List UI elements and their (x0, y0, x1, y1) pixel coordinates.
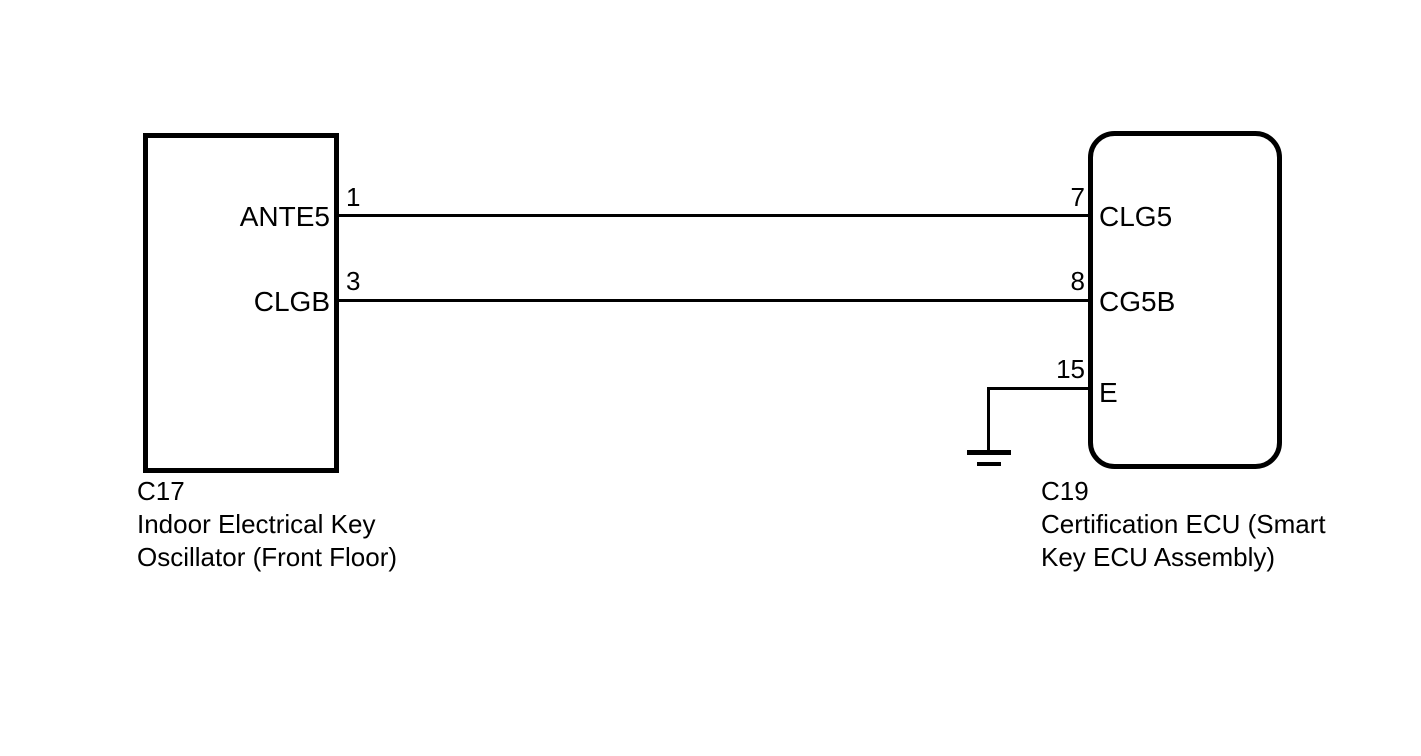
right-pin-number-15: 15 (1056, 354, 1085, 384)
right-signal-label-cg5b: CG5B (1099, 286, 1175, 317)
wire-e-to-ground (987, 387, 1092, 451)
left-signal-label-clgb: CLGB (254, 286, 330, 317)
left-signal-label-ante5: ANTE5 (240, 201, 330, 232)
left-connector-name-line2: Oscillator (Front Floor) (137, 542, 397, 572)
right-pin-number-7: 7 (1071, 182, 1085, 212)
left-pin-number-1: 1 (346, 182, 360, 212)
right-connector-name-line1: Certification ECU (Smart (1041, 509, 1326, 539)
right-connector-code: C19 (1041, 476, 1089, 506)
left-connector-code: C17 (137, 476, 185, 506)
right-connector-name-line2: Key ECU Assembly) (1041, 542, 1275, 572)
left-connector-name-line1: Indoor Electrical Key (137, 509, 375, 539)
left-connector-box (143, 133, 339, 473)
right-signal-label-e: E (1099, 377, 1118, 408)
right-pin-number-8: 8 (1071, 266, 1085, 296)
right-signal-label-clg5: CLG5 (1099, 201, 1172, 232)
left-pin-number-3: 3 (346, 266, 360, 296)
